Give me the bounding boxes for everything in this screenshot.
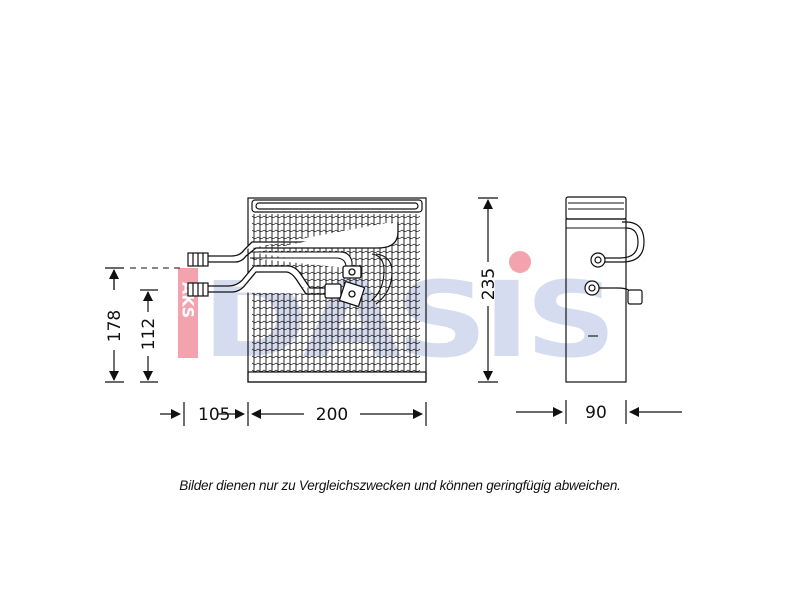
dim-label-112: 112 — [139, 318, 159, 350]
front-header-tank — [251, 199, 423, 213]
dim-label-200: 200 — [316, 405, 348, 425]
side-pipe-loop — [598, 221, 645, 263]
dim-label-90: 90 — [585, 403, 607, 423]
side-body — [565, 218, 627, 383]
dimension-lines — [105, 197, 682, 426]
front-fitting-upper — [342, 265, 362, 279]
front-bottom-tank — [247, 371, 427, 383]
disclaimer-caption: Bilder dienen nur zu Vergleichszwecken u… — [179, 478, 621, 493]
dim-label-105: 105 — [198, 405, 230, 425]
dim-label-178: 178 — [105, 310, 125, 342]
side-top-cap — [565, 196, 627, 220]
port-connectors — [187, 252, 209, 297]
watermark-dot — [509, 251, 531, 273]
port-upper — [187, 252, 209, 267]
watermark-logo: AKS DASIS — [178, 251, 616, 381]
port-lower — [187, 282, 209, 297]
front-pipes — [208, 222, 399, 307]
side-fitting — [627, 289, 643, 305]
front-fitting-lower — [324, 281, 365, 307]
side-view — [565, 196, 645, 383]
dim-label-235: 235 — [479, 268, 499, 300]
